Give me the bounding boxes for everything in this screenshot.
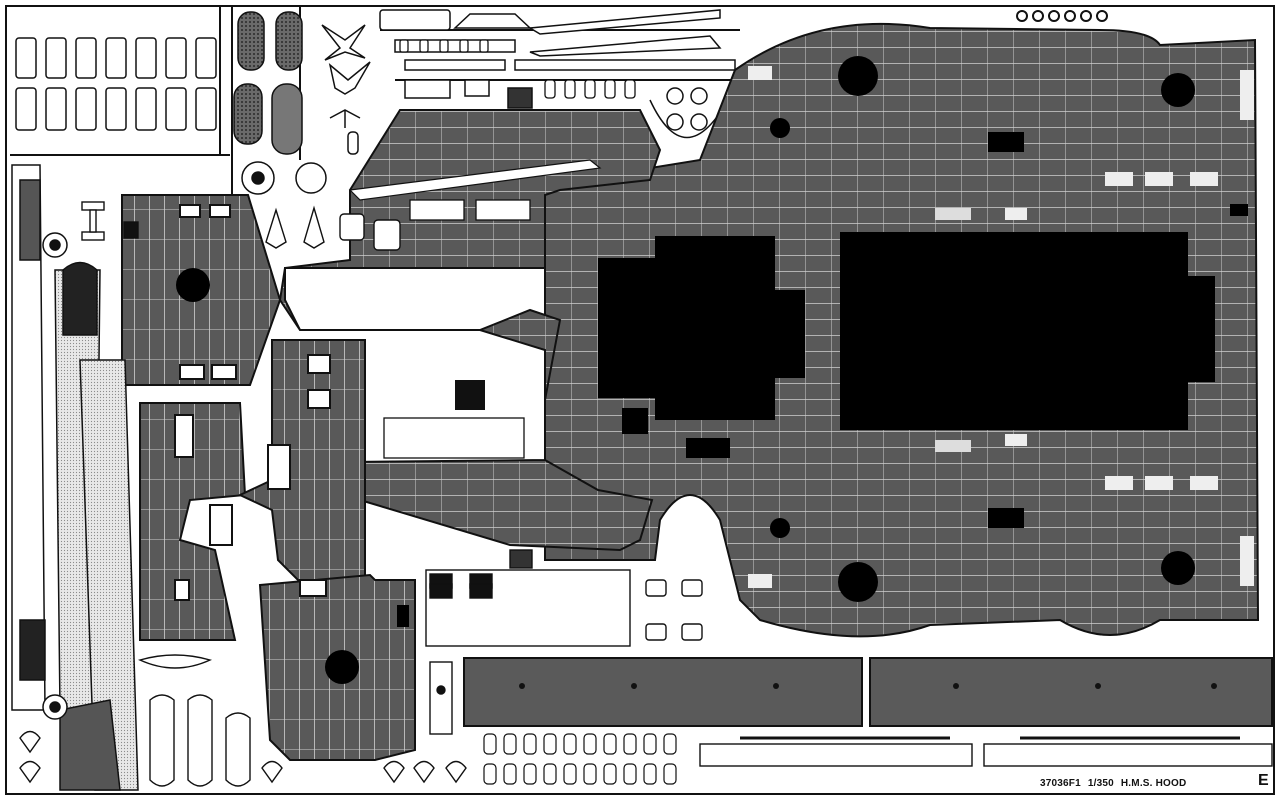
- rail-strip-parts: [699, 736, 1273, 767]
- sheet-letter: E: [1258, 772, 1269, 789]
- small-plates-01: [15, 37, 217, 131]
- misc-small-parts: [425, 549, 703, 735]
- bracket-parts: [399, 39, 636, 99]
- boat-parts: [137, 654, 251, 787]
- ornament-parts: [321, 24, 371, 155]
- mesh-parts: [233, 11, 327, 195]
- sheet-caption: 37036F1 1/350 H.M.S. HOOD: [1040, 778, 1186, 789]
- main-deck-part: [544, 22, 1260, 638]
- hull-strip-parts: [463, 657, 1273, 727]
- fitting-rows: [483, 733, 677, 785]
- sheet-ship-name: H.M.S. HOOD: [1120, 778, 1187, 789]
- tall-strip-parts: [11, 164, 139, 791]
- long-strip-parts: [379, 9, 736, 109]
- left-deck-parts: [121, 194, 416, 761]
- sheet-code: 37036F1: [1040, 778, 1081, 789]
- small-heart-parts: [19, 730, 467, 784]
- t-parts: [81, 201, 139, 241]
- sheet-scale: 1/350: [1087, 778, 1114, 789]
- arrow-parts: [265, 205, 401, 251]
